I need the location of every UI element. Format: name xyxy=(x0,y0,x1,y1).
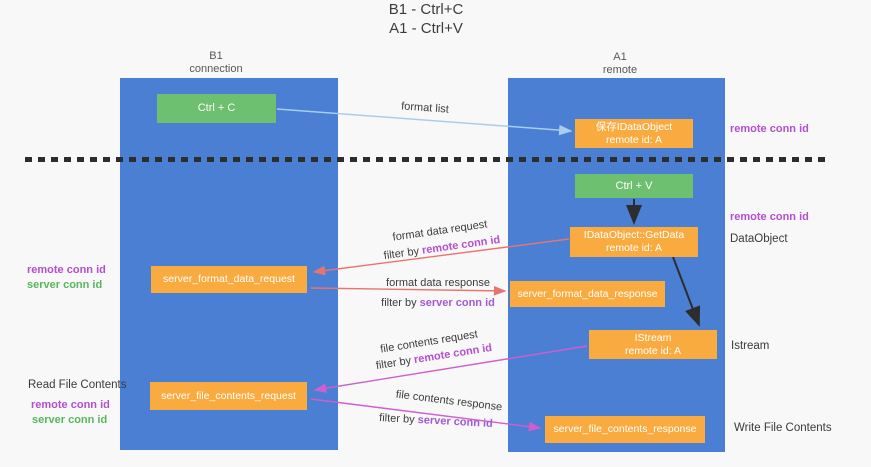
server-file-contents-response-label: server_file_contents_response xyxy=(553,423,697,435)
filter-by-text: filter by xyxy=(383,245,420,263)
remote-conn-id-label-mid-right: remote conn id xyxy=(730,211,809,223)
server-format-data-request-label: server_format_data_request xyxy=(163,273,295,285)
remote-conn-id-label-bottom-left: remote conn id xyxy=(31,399,110,411)
server-file-contents-request-label: server_file_contents_request xyxy=(161,389,296,402)
title-line-1: B1 - Ctrl+C xyxy=(388,1,464,18)
write-file-contents-label: Write File Contents xyxy=(734,422,832,434)
istream-line1: IStream xyxy=(634,331,672,344)
dashed-separator xyxy=(25,157,830,162)
remote-conn-id-label-top-right: remote conn id xyxy=(730,123,809,135)
ctrl-c-box: Ctrl + C xyxy=(157,94,276,123)
lane-header-a1: A1 remote xyxy=(560,51,680,76)
lane-b1-role: connection xyxy=(189,62,243,75)
file-response-filter-label: filter by server conn id xyxy=(379,412,493,430)
saved-idataobject-line2: remote id: A xyxy=(605,133,663,146)
saved-idataobject-box: 保存IDataObject remote id: A xyxy=(575,119,693,148)
ctrl-v-label: Ctrl + V xyxy=(615,179,653,192)
server-format-data-response-box: server_format_data_response xyxy=(510,281,665,307)
istream-side-label: Istream xyxy=(731,340,770,352)
format-data-response-label: format data response xyxy=(386,277,490,289)
server-format-data-response-label: server_format_data_response xyxy=(517,287,658,300)
lane-header-b1: B1 connection xyxy=(156,50,276,75)
server-file-contents-response-box: server_file_contents_response xyxy=(545,416,705,443)
server-conn-id-label-bottom-left: server conn id xyxy=(32,414,108,426)
ctrl-v-box: Ctrl + V xyxy=(575,174,693,198)
filter-by-text: filter by xyxy=(378,412,415,426)
lane-a1-name: A1 xyxy=(613,51,627,63)
dataobject-label: DataObject xyxy=(730,233,788,245)
getdata-line1: IDataObject::GetData xyxy=(583,229,685,241)
lane-b1-name: B1 xyxy=(209,50,223,62)
idataobject-getdata-box: IDataObject::GetData remote id: A xyxy=(570,227,698,257)
getdata-line2: remote id: A xyxy=(605,242,663,254)
filter-by-text: filter by xyxy=(381,297,417,309)
read-file-contents-label: Read File Contents xyxy=(28,379,127,391)
lane-a1-role: remote xyxy=(602,63,638,76)
format-list-label: format list xyxy=(400,100,450,116)
istream-box: IStream remote id: A xyxy=(589,330,717,359)
server-format-data-request-box: server_format_data_request xyxy=(151,266,307,293)
istream-line2: remote id: A xyxy=(624,344,682,357)
server-conn-id-keyword: server conn id xyxy=(417,414,494,430)
remote-conn-id-label-mid-left: remote conn id xyxy=(27,264,106,276)
title-line-2: A1 - Ctrl+V xyxy=(389,20,463,37)
filter-by-text: filter by xyxy=(375,354,413,373)
diagram-title: B1 - Ctrl+C A1 - Ctrl+V xyxy=(0,0,852,38)
server-conn-id-keyword: server conn id xyxy=(419,297,495,309)
file-contents-response-label: file contents response xyxy=(395,388,503,414)
format-response-filter-label: filter by server conn id xyxy=(381,297,495,309)
ctrl-c-label: Ctrl + C xyxy=(197,102,236,114)
server-file-contents-request-box: server_file_contents_request xyxy=(150,382,307,410)
saved-idataobject-line1: 保存IDataObject xyxy=(595,120,673,133)
server-conn-id-label-mid-left: server conn id xyxy=(27,279,103,291)
